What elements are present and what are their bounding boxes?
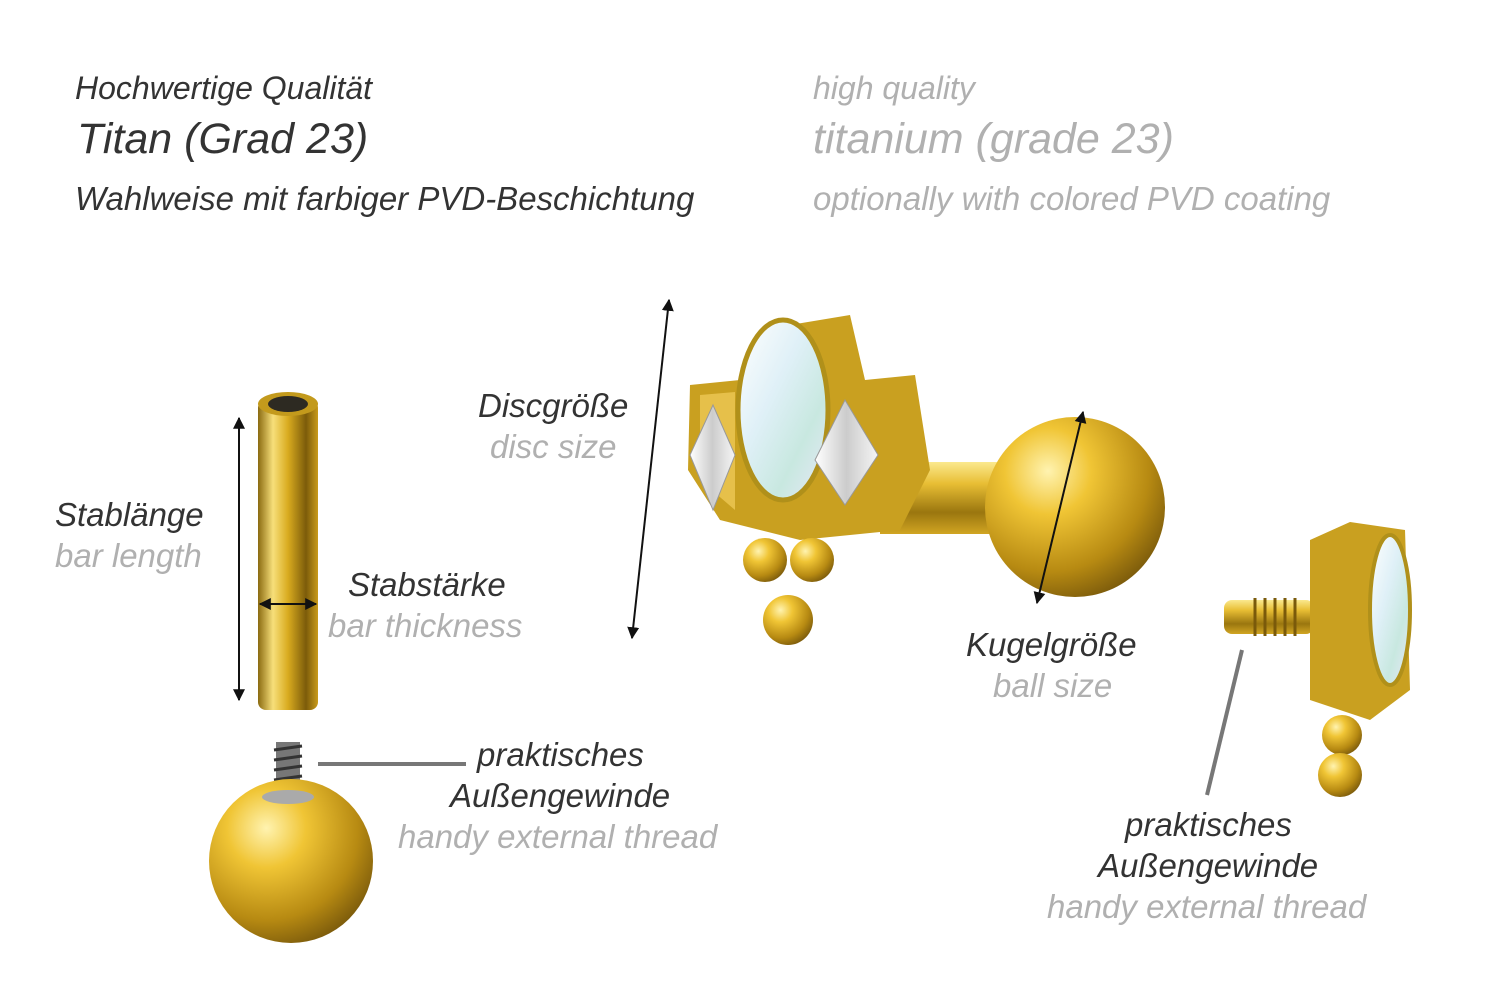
coating-en: optionally with colored PVD coating xyxy=(813,180,1331,217)
threaded-top xyxy=(1224,522,1412,797)
thread-right-label-en: handy external thread xyxy=(1047,888,1367,925)
ball-size-label-de: Kugelgröße xyxy=(966,626,1137,663)
disc-size-label-en: disc size xyxy=(490,428,617,465)
quality-en: high quality xyxy=(813,70,975,106)
quality-de: Hochwertige Qualität xyxy=(75,70,373,106)
bar-length-label-en: bar length xyxy=(55,537,202,574)
thread-right-label-de1: praktisches xyxy=(1125,806,1292,843)
material-de: Titan (Grad 23) xyxy=(77,115,369,163)
disc-size-arrow xyxy=(627,298,674,640)
ball-size-arrow xyxy=(1033,410,1087,605)
bar-piece xyxy=(258,392,318,710)
thread-left-label-en: handy external thread xyxy=(398,818,718,855)
thread-left-label-de1: praktisches xyxy=(477,736,644,773)
thread-left-label-de2: Außengewinde xyxy=(450,777,671,814)
ball-size-label-en: ball size xyxy=(993,667,1113,704)
bar-length-label-de: Stablänge xyxy=(55,496,204,533)
coating-de: Wahlweise mit farbiger PVD-Beschichtung xyxy=(75,180,695,217)
bar-thickness-label-de: Stabstärke xyxy=(348,566,506,603)
threaded-ball xyxy=(209,742,373,943)
thread-pointer-line-right xyxy=(1205,649,1244,796)
thread-right-label-de2: Außengewinde xyxy=(1098,847,1319,884)
disc-size-label-de: Discgröße xyxy=(478,387,629,424)
bar-thickness-label-en: bar thickness xyxy=(328,607,523,644)
material-en: titanium (grade 23) xyxy=(813,115,1174,163)
labret-stud xyxy=(688,315,1165,645)
